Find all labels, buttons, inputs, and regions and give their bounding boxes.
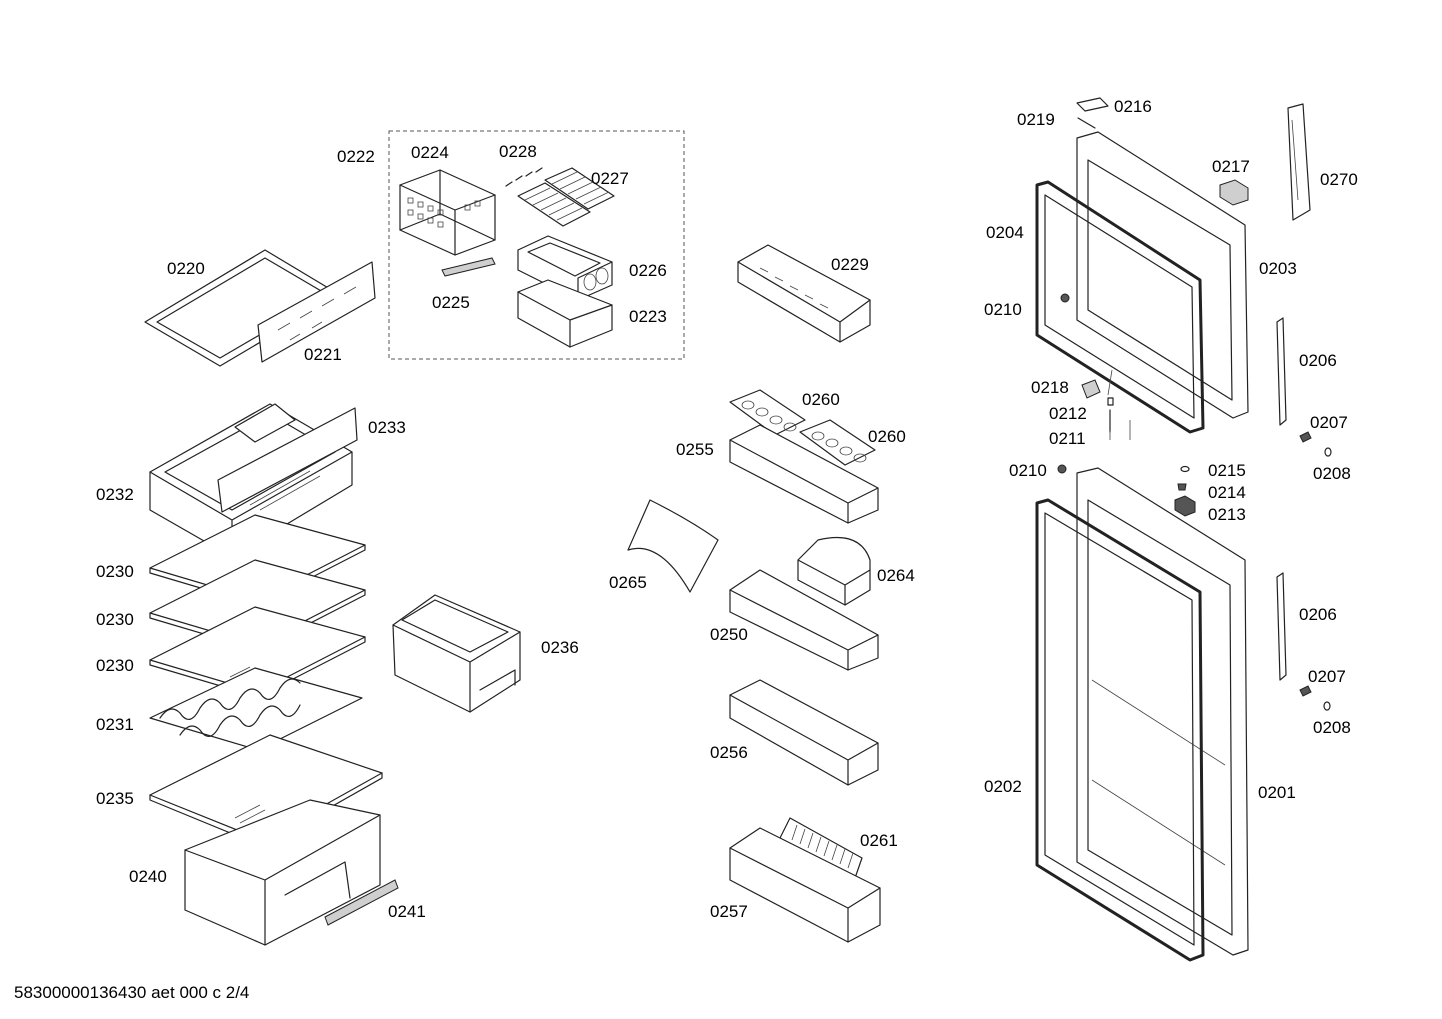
- part-0204-upper-gasket: [1035, 180, 1205, 434]
- part-0216-hinge-cover: [1076, 97, 1109, 112]
- part-0201-lower-door: [1076, 467, 1249, 956]
- part-0229-door-shelf: [737, 244, 871, 343]
- part-number-label: 0210: [984, 300, 1022, 319]
- part-0206-handle-lower: [1276, 572, 1287, 681]
- part-number-label: 0215: [1208, 461, 1246, 480]
- part-number-label: 0260: [868, 427, 906, 446]
- part-0223-ice-tray: [517, 279, 613, 348]
- part-0218-hinge-bushing: [1081, 379, 1101, 399]
- part-number-label: 0257: [710, 902, 748, 921]
- part-0255-door-bin: [729, 424, 879, 524]
- part-number-label: 0221: [304, 345, 342, 364]
- drawing-code: 58300000136430 aet 000 c 2/4: [14, 983, 249, 1002]
- part-number-label: 0202: [984, 777, 1022, 796]
- part-number-label: 0225: [432, 293, 470, 312]
- part-number-label: 0256: [710, 743, 748, 762]
- part-number-label: 0222: [337, 147, 375, 166]
- part-0250-door-bin: [729, 569, 879, 671]
- part-number-label: 0216: [1114, 97, 1152, 116]
- part-0208-cap-upper: [1324, 447, 1332, 457]
- part-number-label: 0224: [411, 143, 449, 162]
- part-number-label: 0208: [1313, 464, 1351, 483]
- part-number-label: 0212: [1049, 404, 1087, 423]
- part-number-label: 0236: [541, 638, 579, 657]
- part-0257-door-bin: [729, 827, 881, 943]
- part-number-label: 0250: [710, 625, 748, 644]
- part-number-label: 0204: [986, 223, 1024, 242]
- part-0208-cap-lower: [1323, 701, 1331, 711]
- part-0215-washer: [1180, 465, 1190, 473]
- part-0240-crisper-bin: [184, 799, 381, 946]
- part-number-label: 0255: [676, 440, 714, 459]
- part-0224-housing: [399, 169, 496, 256]
- part-0207-screw-lower: [1299, 685, 1312, 697]
- part-number-label: 0230: [96, 610, 134, 629]
- part-number-label: 0233: [368, 418, 406, 437]
- part-0206-handle-upper: [1276, 317, 1287, 426]
- part-0210-stopper-upper: [1060, 293, 1070, 303]
- part-number-label: 0235: [96, 789, 134, 808]
- part-number-label: 0270: [1320, 170, 1358, 189]
- part-number-label: 0213: [1208, 505, 1246, 524]
- part-number-label: 0211: [1049, 429, 1086, 448]
- part-number-label: 0214: [1208, 483, 1246, 502]
- part-0260-egg-tray-1: [729, 389, 806, 436]
- part-number-label: 0220: [167, 259, 205, 278]
- part-number-label: 0264: [877, 566, 915, 585]
- part-0203-upper-door: [1076, 131, 1249, 419]
- part-number-label: 0217: [1212, 157, 1250, 176]
- part-0210-stopper-lower: [1057, 464, 1067, 474]
- part-number-label: 0228: [499, 142, 537, 161]
- part-number-label: 0229: [831, 255, 869, 274]
- part-0213-hinge-block: [1174, 495, 1196, 517]
- part-number-label: 0227: [591, 169, 629, 188]
- part-0221-shelf-front: [257, 261, 376, 363]
- part-0260-egg-tray-2: [799, 419, 876, 466]
- part-0227-ice-trays: [517, 167, 615, 227]
- part-number-label: 0223: [629, 307, 667, 326]
- part-number-label: 0230: [96, 656, 134, 675]
- part-number-label: 0207: [1310, 413, 1348, 432]
- part-number-label: 0218: [1031, 378, 1069, 397]
- part-0231-bottle-rack: [149, 667, 363, 751]
- part-number-label: 0219: [1017, 110, 1055, 129]
- part-0235-glass-shelf: [149, 734, 383, 847]
- part-0270-hinge-bracket: [1287, 103, 1311, 221]
- leader-lines: [1107, 369, 1131, 440]
- part-0236-storage-basket: [392, 594, 521, 713]
- part-0256-door-bin: [729, 679, 879, 786]
- part-0225-strip: [441, 257, 496, 277]
- assembly-group-box: [388, 130, 685, 360]
- part-0212-washer: [1107, 397, 1114, 406]
- part-number-label: 0208: [1313, 718, 1351, 737]
- part-0264-butter-dish: [797, 536, 871, 606]
- part-number-label: 0265: [609, 573, 647, 592]
- part-0241-strip: [324, 879, 399, 926]
- part-number-label: 0240: [129, 867, 167, 886]
- part-number-label: 0226: [629, 261, 667, 280]
- part-0233-drawer-divider: [217, 403, 358, 513]
- part-number-label: 0230: [96, 562, 134, 581]
- part-0214-screw: [1177, 483, 1187, 491]
- part-number-label: 0207: [1308, 667, 1346, 686]
- part-0217-cap: [1219, 179, 1249, 206]
- part-number-label: 0241: [388, 902, 426, 921]
- part-0228-clips: [505, 167, 543, 187]
- part-labels: 0222 0224 0228 0227 0226 0225 0223 0220 0221 0233…: [96, 97, 1358, 921]
- part-number-label: 0201: [1258, 783, 1296, 802]
- part-number-label: 0206: [1299, 605, 1337, 624]
- part-number-label: 0203: [1259, 259, 1297, 278]
- part-number-label: 0206: [1299, 351, 1337, 370]
- part-0202-lower-gasket: [1035, 498, 1205, 962]
- part-0265-cover: [627, 499, 719, 593]
- part-number-label: 0261: [860, 831, 898, 850]
- part-number-label: 0232: [96, 485, 134, 504]
- part-0219-pin: [1077, 117, 1096, 129]
- part-number-label: 0231: [96, 715, 134, 734]
- part-0207-screw-upper: [1299, 431, 1312, 443]
- part-number-label: 0210: [1009, 461, 1047, 480]
- part-number-label: 0260: [802, 390, 840, 409]
